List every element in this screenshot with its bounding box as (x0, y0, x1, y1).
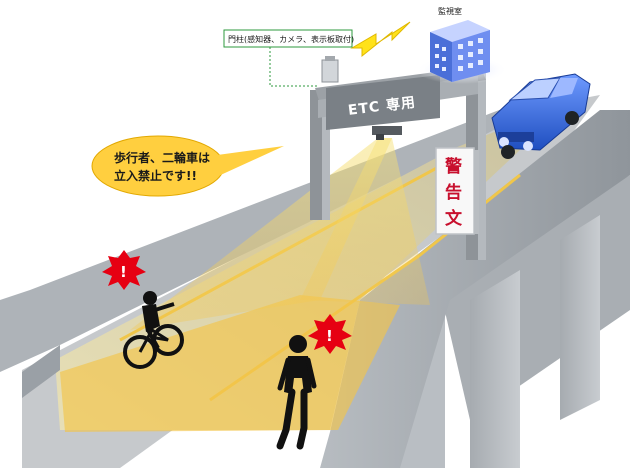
warning-callout: 歩行者、二輪車は 立入禁止です!! (91, 135, 284, 197)
cyclist-icon (123, 291, 184, 369)
car-icon (491, 73, 591, 159)
detection-zone (60, 295, 400, 432)
warning-char-3: 文 (445, 208, 463, 229)
warning-char-2: 告 (445, 182, 462, 203)
callout-line-1: 歩行者、二輪車は (114, 150, 210, 165)
pole-sensor-box (321, 56, 339, 83)
pole-label-text: 門柱(感知器、カメラ、表示板取付) (228, 34, 354, 44)
pole-label: 門柱(感知器、カメラ、表示板取付) (223, 29, 354, 87)
building-icon (416, 20, 508, 84)
callout-line-2: 立入禁止です!! (114, 168, 197, 183)
gantry-sign-panel (326, 75, 440, 130)
pedestrian-icon (276, 335, 317, 450)
alert-symbol-pedestrian: ! (326, 327, 333, 345)
control-center-label: 監視室 (438, 6, 462, 16)
warning-sign: 警 告 文 (435, 147, 479, 235)
alert-symbol-cyclist: ! (120, 263, 127, 281)
alert-icon: ! (308, 314, 352, 354)
warning-char-1: 警 (444, 156, 462, 177)
alert-icon: ! (102, 250, 146, 290)
lightning-icon (350, 21, 411, 58)
camera-icon (372, 126, 402, 140)
